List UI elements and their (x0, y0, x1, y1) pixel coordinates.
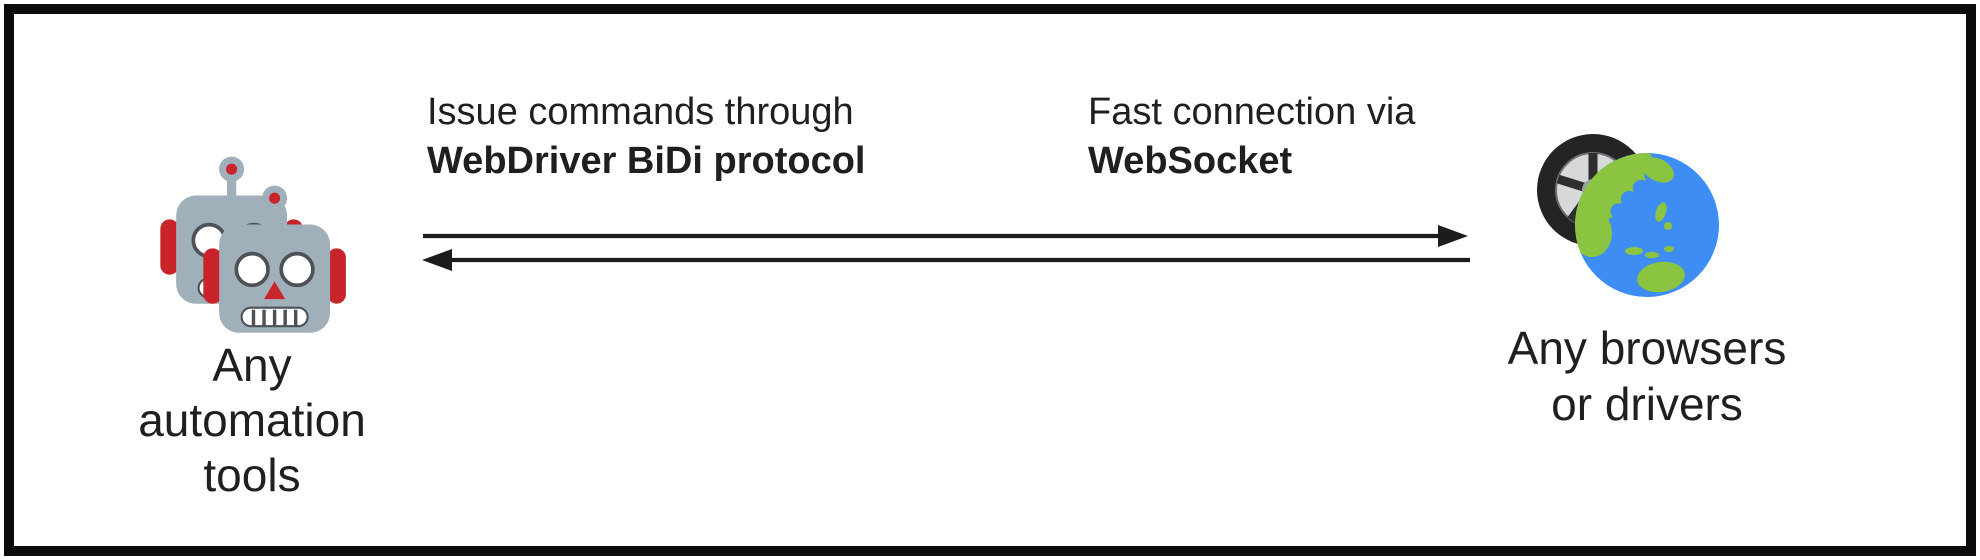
robots-icon (158, 154, 348, 335)
left-node-label: Any automation tools (92, 338, 412, 503)
arrow-right-icon (423, 225, 1468, 247)
bidirectional-arrows (422, 225, 1470, 271)
connection-label-left: Issue commands through WebDriver BiDi pr… (427, 88, 865, 186)
connection-label-right-line2: WebSocket (1088, 140, 1293, 182)
arrow-left-icon (422, 249, 1470, 271)
left-node-label-line: tools (203, 449, 301, 501)
left-node-label-line: Any (212, 339, 292, 391)
globe-icon (1575, 153, 1719, 297)
left-node-label-line: automation (138, 394, 366, 446)
diagram-frame (4, 4, 1976, 556)
connection-label-right: Fast connection via WebSocket (1088, 88, 1415, 186)
wheel-globe-icon (1537, 134, 1719, 297)
connection-label-right-line1: Fast connection via (1088, 91, 1416, 133)
right-node-label-line: Any browsers (1507, 322, 1787, 374)
right-node-label: Any browsers or drivers (1467, 320, 1827, 432)
connection-label-left-line1: Issue commands through (427, 91, 854, 133)
right-node-label-line: or drivers (1551, 378, 1743, 430)
connection-label-left-line2: WebDriver BiDi protocol (427, 140, 866, 182)
